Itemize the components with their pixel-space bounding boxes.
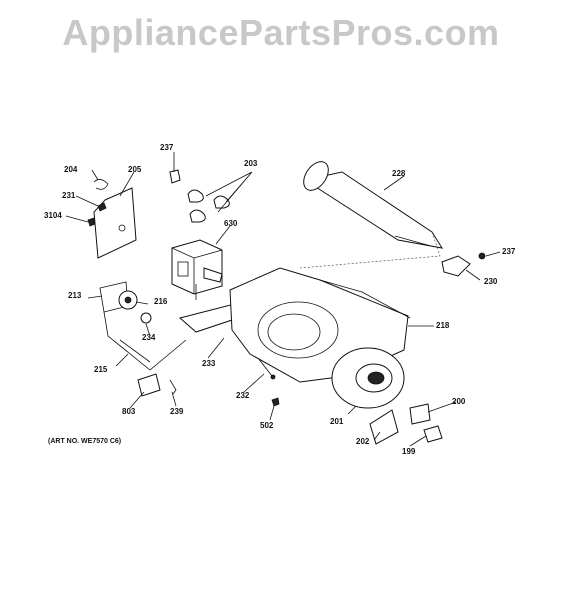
callout-230: 230	[484, 277, 498, 286]
callout-216: 216	[154, 297, 168, 306]
callout-201: 201	[330, 417, 344, 426]
part-630-timer	[171, 239, 223, 295]
part-199-bolt	[423, 425, 443, 443]
callout-202: 202	[356, 437, 370, 446]
callout-239: 239	[170, 407, 184, 416]
callout-630: 630	[224, 219, 238, 228]
part-239-clip	[169, 379, 177, 395]
art-number-note: (ART NO. WE7570 C6)	[48, 438, 122, 445]
callout-231: 231	[62, 191, 76, 200]
part-230-sensor	[441, 252, 486, 277]
callout-803: 803	[122, 407, 136, 416]
callout-228: 228	[392, 169, 406, 178]
callout-237-right: 237	[502, 247, 516, 256]
part-232-pin	[257, 357, 276, 380]
callout-200: 200	[452, 397, 466, 406]
callout-502: 502	[260, 421, 274, 430]
part-204-clip	[93, 179, 109, 190]
callout-213: 213	[68, 291, 82, 300]
part-205-bracket	[93, 187, 137, 259]
leader-lines	[65, 152, 501, 447]
part-234-nut	[140, 312, 152, 324]
part-231-screw	[97, 202, 107, 212]
callout-203: 203	[244, 159, 258, 168]
part-201-blower-wheel	[331, 347, 405, 409]
callout-204: 204	[64, 165, 78, 174]
callout-199: 199	[402, 447, 416, 456]
callout-232: 232	[236, 391, 250, 400]
callout-215: 215	[94, 365, 108, 374]
part-215-rod	[119, 339, 151, 363]
part-228-duct	[299, 161, 444, 269]
part-502-screw	[271, 397, 280, 407]
part-237-clip-top	[169, 169, 181, 184]
part-200-bracket	[409, 403, 431, 425]
callout-234: 234	[142, 333, 156, 342]
part-216-switch	[118, 290, 138, 310]
callout-218: 218	[436, 321, 450, 330]
callout-3104: 3104	[44, 211, 62, 220]
part-202-bracket	[369, 409, 399, 445]
part-803-block	[137, 373, 161, 397]
part-3104-screw	[87, 217, 96, 227]
callout-233: 233	[202, 359, 216, 368]
callout-237-top: 237	[160, 143, 174, 152]
watermark-logo: AppliancePartsPros.com	[62, 12, 500, 53]
callout-205: 205	[128, 165, 142, 174]
